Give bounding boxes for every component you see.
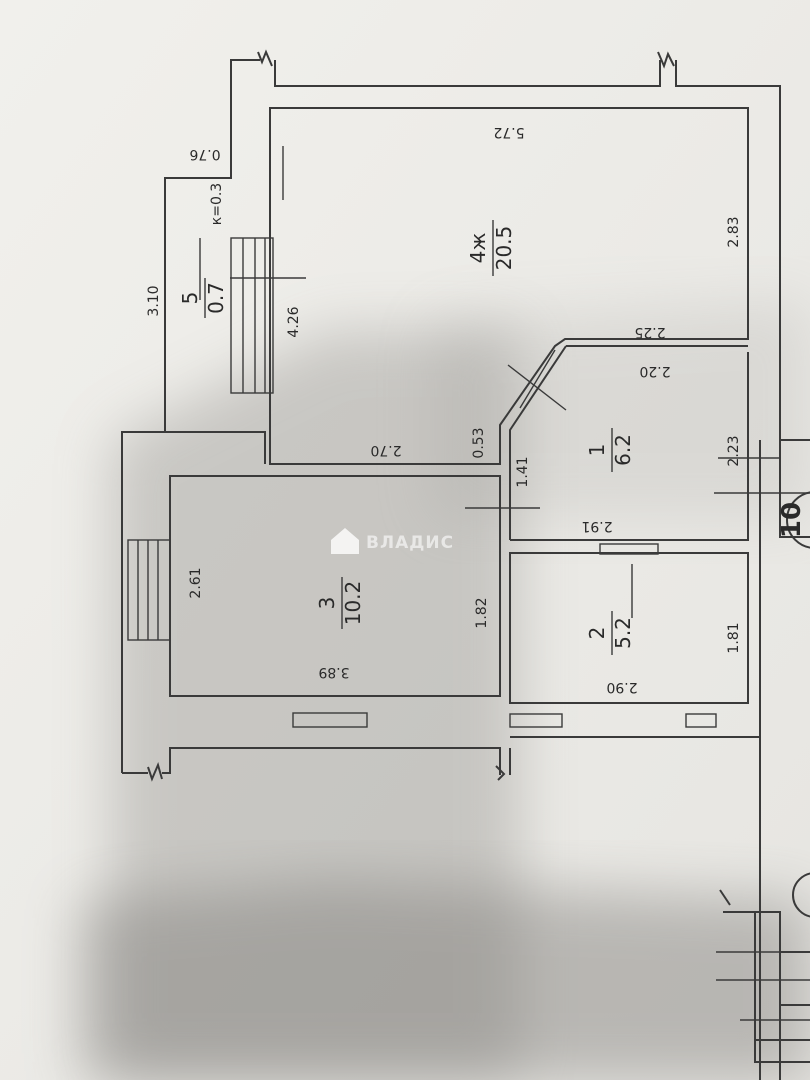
room-2-wall [509,552,749,704]
dim-1-82: 1.82 [474,597,490,628]
bottom-wall [122,747,511,775]
shadow-right [430,300,810,520]
dim-2-90: 2.90 [606,679,637,695]
window-room-2 [509,713,563,728]
room-5-number: 5 [178,292,202,305]
stair-steps-upper [242,238,266,393]
stair-steps-left [137,540,159,640]
room-2-number: 2 [585,627,609,640]
stair-block-left [127,539,171,641]
room-4-inner-wall [509,345,748,470]
dim-1-41: 1.41 [515,456,531,487]
outer-wall-break-top-left [257,49,273,67]
dim-2-61: 2.61 [188,567,204,598]
dim-2-25: 2.25 [634,324,665,340]
section-line-1 [230,277,810,618]
room-4-area: 20.5 [492,226,516,271]
room-3-area: 10.2 [341,581,365,626]
watermark: ВЛАДИС [331,528,454,554]
dim-2-23: 2.23 [726,435,742,466]
dim-3-10: 3.10 [146,285,162,316]
room-5-label: 5 0.7 [178,278,228,318]
dim-0-76: 0.76 [189,146,220,162]
dim-0-53: 0.53 [471,427,487,458]
stair-block-upper [230,237,274,394]
stair-lines-lower-right [716,951,810,1021]
section-line-2 [199,146,284,300]
dim-5-72: 5.72 [493,124,524,140]
dim-1-81: 1.81 [726,622,742,653]
axis-label-10: 10 [777,502,807,538]
right-wall [510,440,810,1080]
axis-bubble-lower [792,872,810,918]
room-4-wall [269,107,749,465]
dim-2-20: 2.20 [639,363,670,379]
dim-2-70: 2.70 [370,442,401,458]
room-2-area: 5.2 [611,617,635,649]
room-4-number: 4ж [466,233,490,264]
doorway-room-2 [599,543,659,555]
room-3-label: 3 10.2 [315,577,365,629]
room-4-label: 4ж 20.5 [466,220,516,276]
room-3-outer [122,431,266,464]
dim-3-89: 3.89 [318,664,349,680]
dim-2-83: 2.83 [726,216,742,247]
axis-bubble-10 [786,491,810,549]
shadow-bottom [80,880,810,1080]
room-3-number: 3 [315,597,339,610]
window-right [685,713,717,728]
dim-4-26: 4.26 [286,306,302,337]
room-1-wall [509,352,749,541]
room-5-area: 0.7 [204,282,228,314]
room-1-number: 1 [585,444,609,457]
outer-wall-break-top-right [657,51,675,69]
room-2-label: 2 5.2 [585,611,635,655]
coef-k-0-3: к=0.3 [209,183,225,225]
watermark-text: ВЛАДИС [366,533,454,553]
window-room-3 [292,712,368,728]
house-logo-icon [331,528,359,554]
bottom-break-right [495,765,506,781]
dim-2-91: 2.91 [581,518,612,534]
door-swing-mark [507,349,567,411]
room-1-label: 1 6.2 [585,428,635,472]
room-1-area: 6.2 [611,434,635,466]
bottom-break-left [147,762,163,782]
